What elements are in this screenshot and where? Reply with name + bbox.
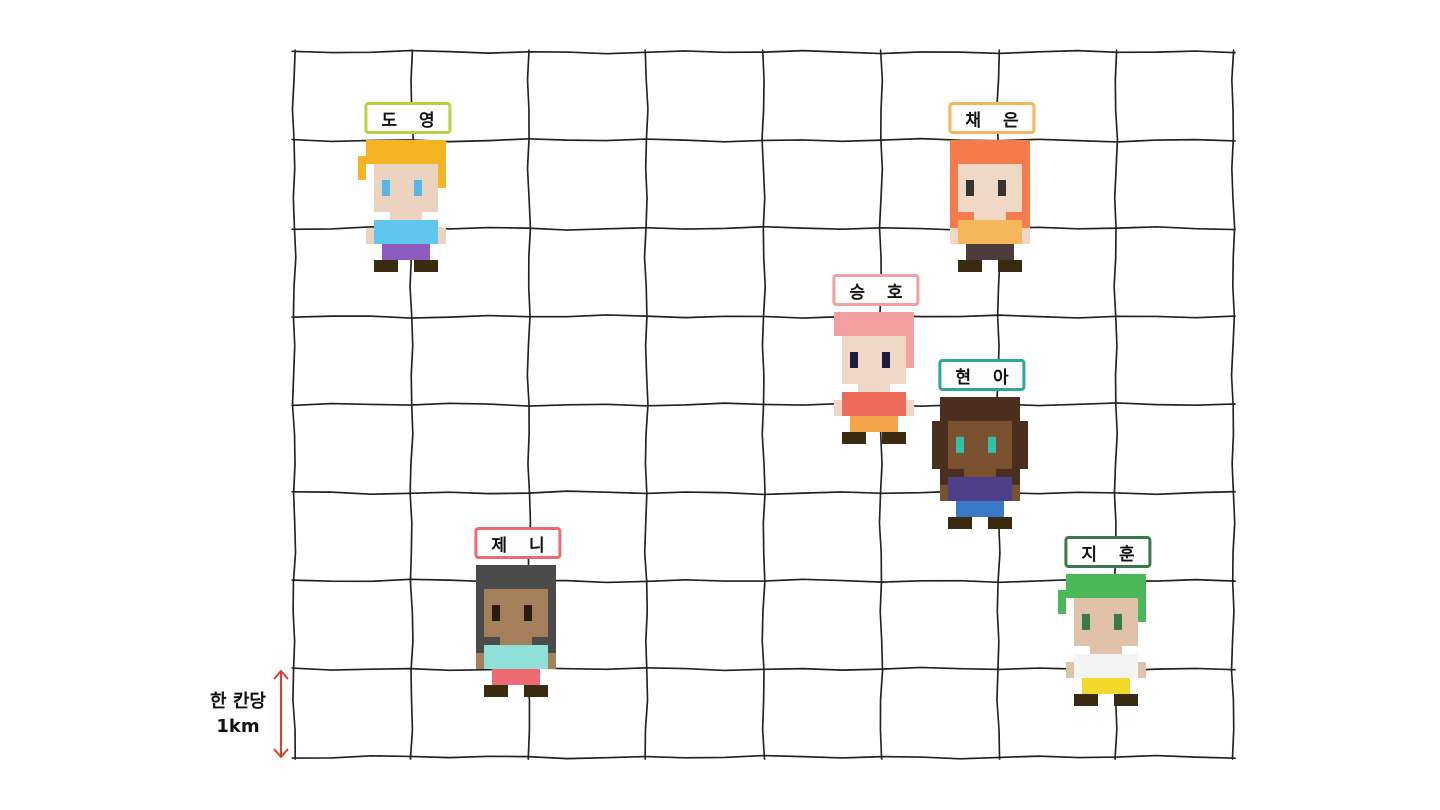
name-tag-label: 지 훈 xyxy=(1081,544,1143,565)
grid-line-horizontal-sketch xyxy=(292,403,1236,408)
character: 채 은 xyxy=(942,102,1042,282)
scale-arrow-icon xyxy=(273,669,289,759)
character: 승 호 xyxy=(826,274,926,454)
grid-line-horizontal-sketch xyxy=(292,138,1236,143)
grid-line-vertical-sketch xyxy=(1231,50,1236,760)
name-tag: 제 니 xyxy=(474,527,562,559)
name-tag: 채 은 xyxy=(948,102,1036,134)
name-tag-label: 채 은 xyxy=(965,110,1027,131)
grid-line-vertical xyxy=(643,49,649,760)
grid-line-horizontal-sketch xyxy=(292,315,1236,319)
grid-line-horizontal-sketch xyxy=(292,755,1236,760)
scale-label-line2: 1km xyxy=(216,716,260,737)
grid-line-horizontal xyxy=(291,314,1236,319)
grid-line-vertical xyxy=(291,49,297,760)
character-sprite xyxy=(476,565,556,697)
scale-label-line1: 한 칸당 xyxy=(210,691,266,712)
character-sprite xyxy=(358,140,446,272)
name-tag: 도 영 xyxy=(364,102,452,134)
name-tag: 승 호 xyxy=(832,274,920,306)
character-sprite xyxy=(1058,574,1146,706)
character: 지 훈 xyxy=(1058,536,1158,716)
name-tag: 지 훈 xyxy=(1064,536,1152,568)
character: 현 아 xyxy=(932,359,1032,539)
name-tag-label: 도 영 xyxy=(381,110,443,131)
character-sprite xyxy=(950,140,1030,272)
character: 제 니 xyxy=(468,527,568,707)
character-sprite xyxy=(834,312,914,444)
name-tag-label: 제 니 xyxy=(491,535,553,556)
name-tag: 현 아 xyxy=(938,359,1026,391)
scale-label: 한 칸당 1km xyxy=(198,689,278,739)
grid-line-horizontal xyxy=(291,490,1236,496)
name-tag-label: 승 호 xyxy=(849,282,911,303)
grid-line-horizontal xyxy=(291,137,1236,143)
grid-line-horizontal-sketch xyxy=(292,50,1236,55)
grid-line-horizontal xyxy=(291,754,1236,760)
grid-line-horizontal xyxy=(291,402,1236,407)
name-tag-label: 현 아 xyxy=(955,367,1017,388)
grid-line-horizontal-sketch xyxy=(292,226,1236,231)
grid-line-horizontal-sketch xyxy=(292,491,1236,496)
grid-line-horizontal xyxy=(291,225,1236,231)
character-sprite xyxy=(932,397,1028,529)
grid-line-horizontal xyxy=(291,49,1236,55)
character: 도 영 xyxy=(358,102,458,282)
